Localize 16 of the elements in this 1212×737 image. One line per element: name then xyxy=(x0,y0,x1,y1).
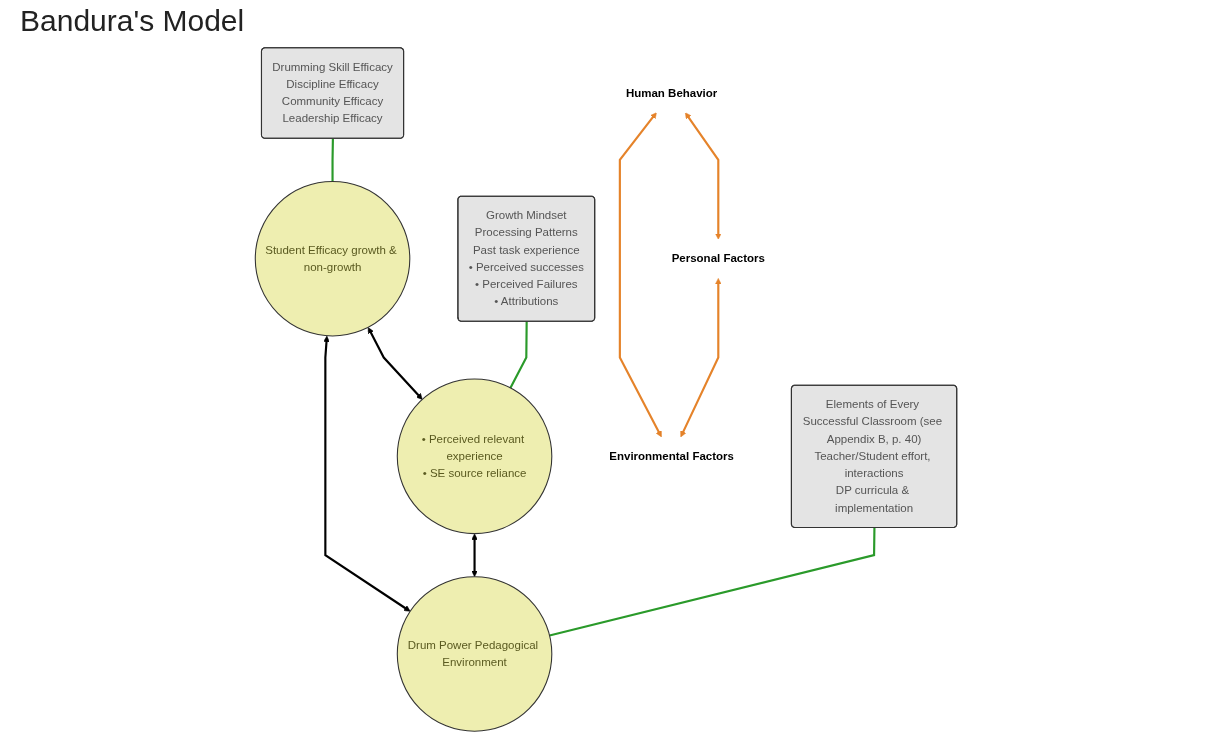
connector xyxy=(549,527,876,637)
node-text: Human Behavior xyxy=(625,86,718,99)
node-text: Environmental Factors xyxy=(609,449,734,463)
arrow xyxy=(685,112,722,240)
node-circle: • Perceived relevant experience • SE source reliance xyxy=(396,378,553,535)
arrow xyxy=(323,335,411,612)
node-circle: Drum Power Pedagogical Environment xyxy=(396,576,553,732)
arrow xyxy=(618,112,662,438)
diagram-title: Bandura's Model xyxy=(19,3,246,39)
arrow xyxy=(367,327,423,400)
connector xyxy=(331,138,334,182)
arrow xyxy=(471,533,478,577)
node-circle: Student Efficacy growth & non-growth xyxy=(254,180,411,337)
connector xyxy=(509,321,528,389)
arrow xyxy=(680,278,722,438)
node-text: Personal Factors xyxy=(671,252,765,265)
